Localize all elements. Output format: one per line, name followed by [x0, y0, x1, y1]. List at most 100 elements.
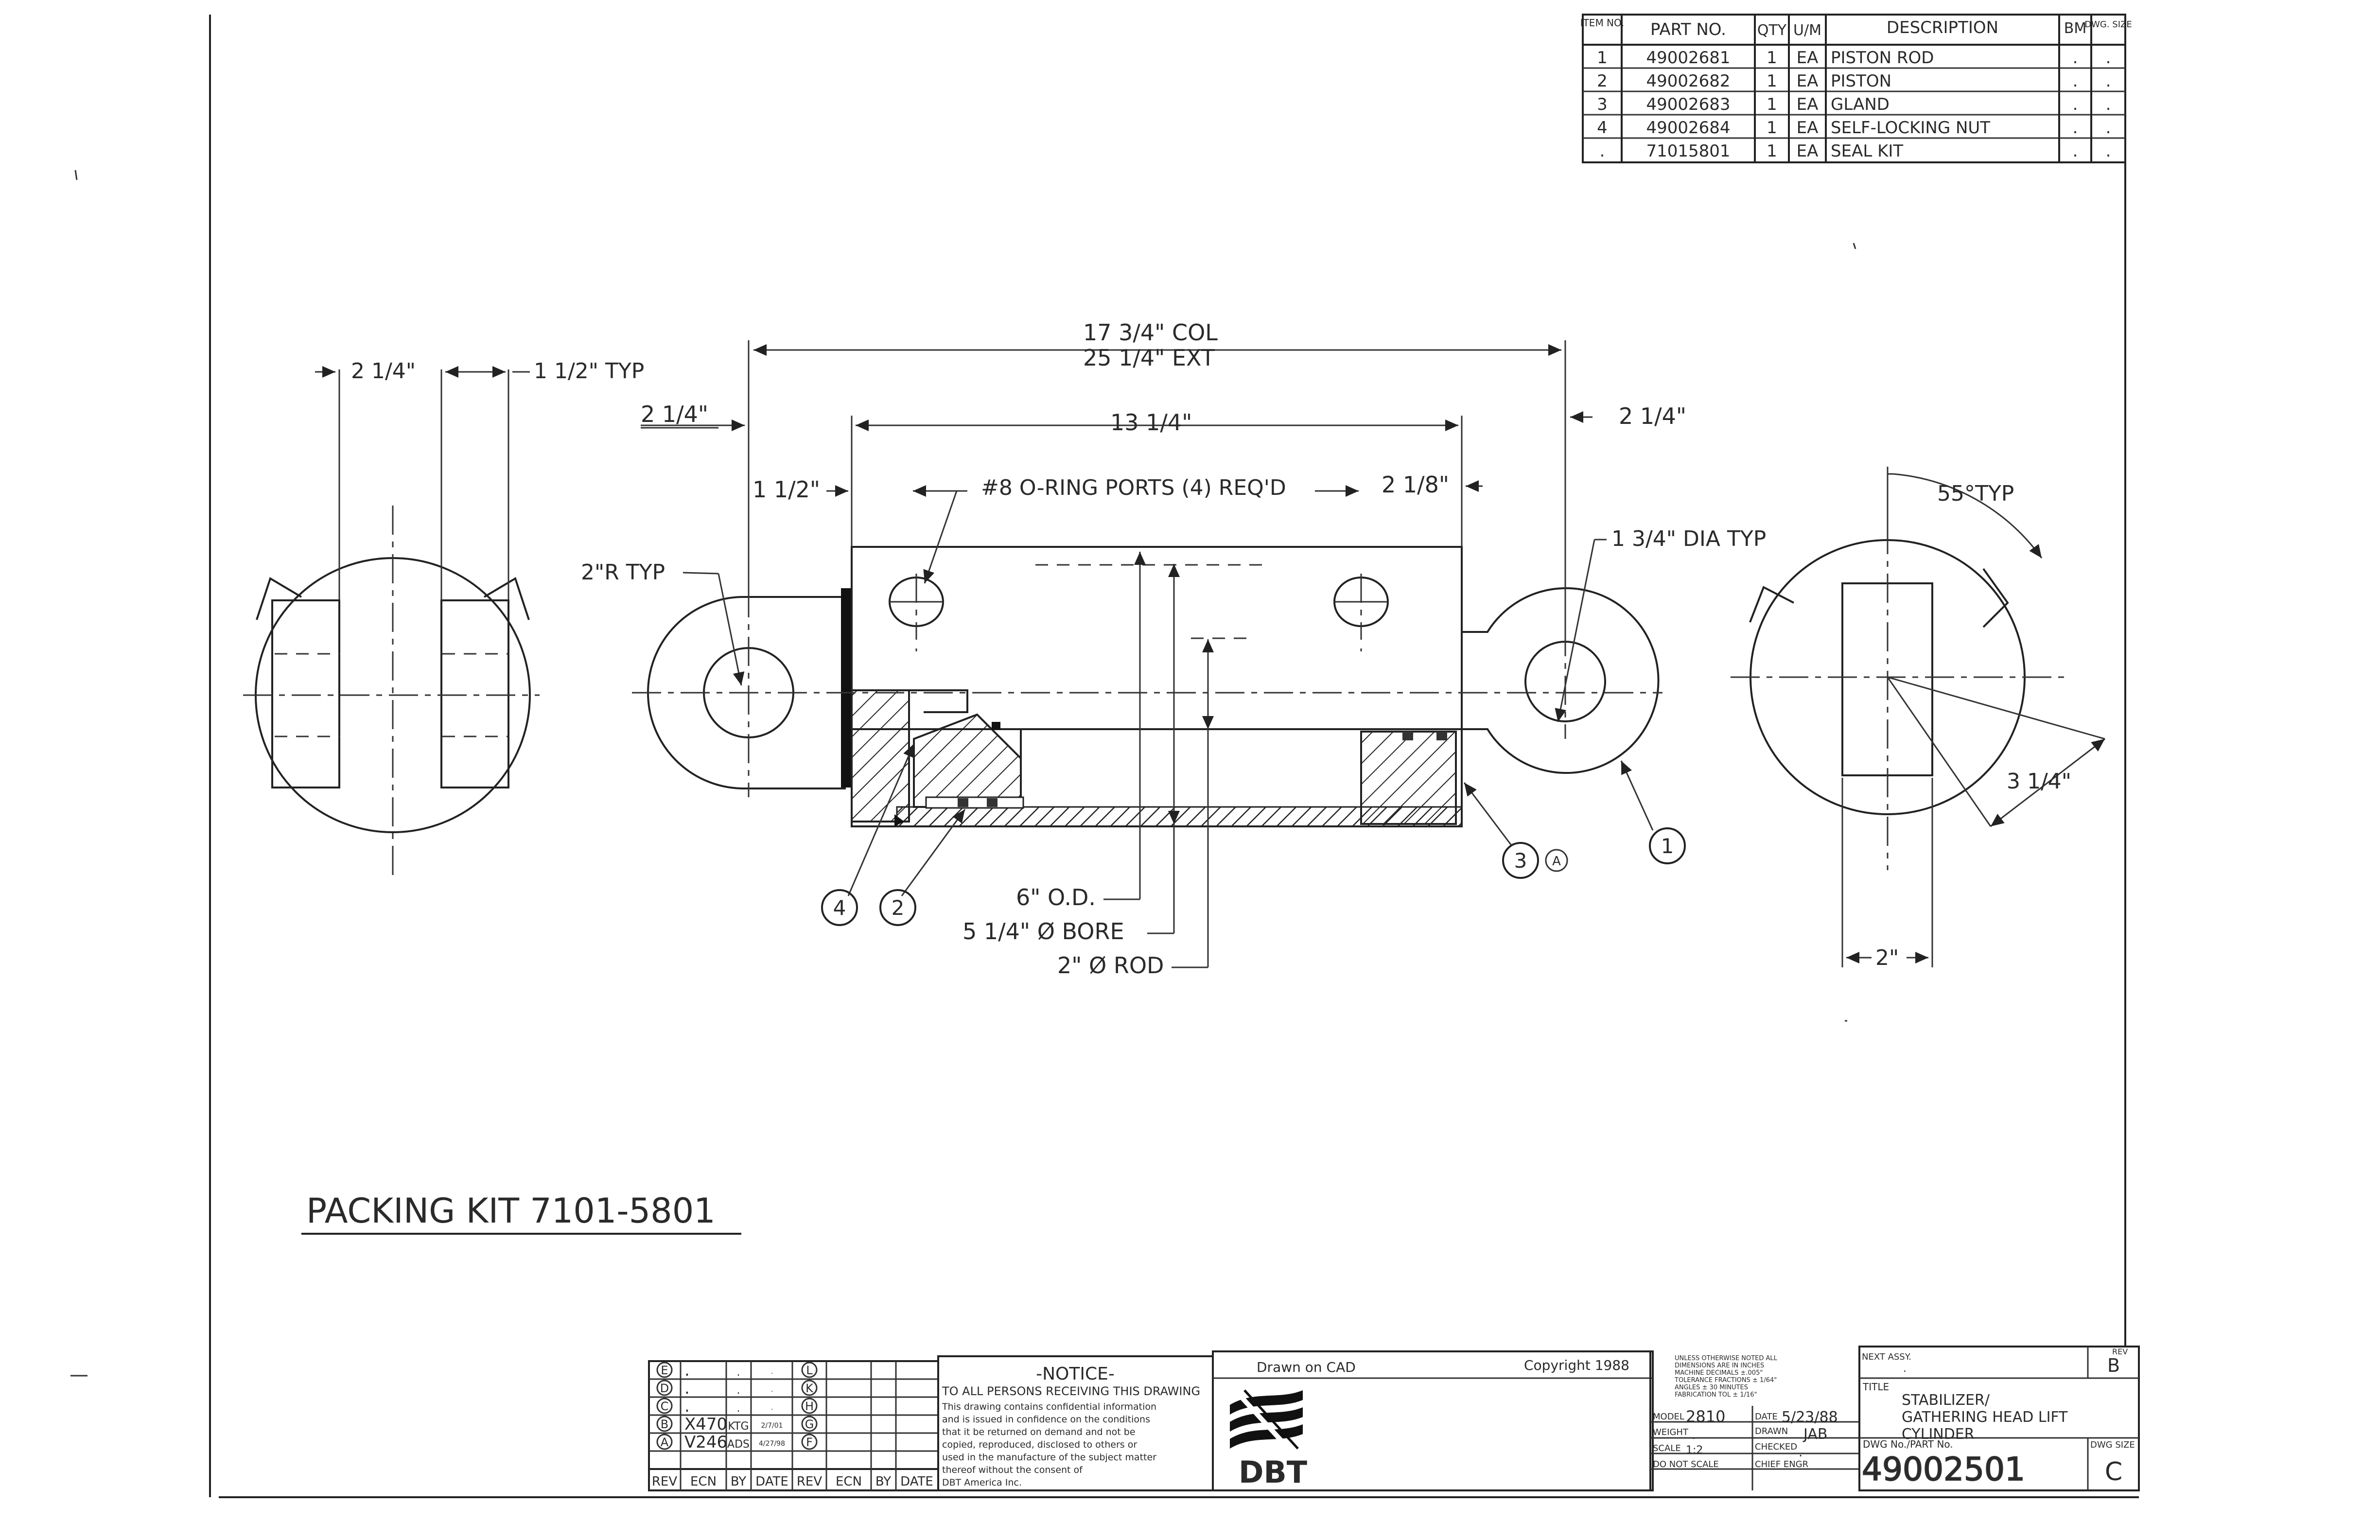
rev-circle	[656, 1362, 673, 1378]
parts-header-description: DESCRIPTION	[1887, 18, 1998, 37]
rev-header: DATE	[900, 1474, 933, 1489]
parts-cell: 49002681	[1646, 48, 1730, 68]
notice-line: and is issued in confidence on the condi…	[942, 1414, 1150, 1425]
rev-by: .	[737, 1384, 740, 1397]
rev-header: REV	[797, 1474, 822, 1489]
dim-body-len: 13 1/4"	[1110, 409, 1192, 436]
parts-table: ITEM NO. PART NO. QTY U/M DESCRIPTION BM…	[1580, 14, 2132, 163]
rev-letter: K	[805, 1382, 814, 1395]
rev-ecn: .	[684, 1397, 690, 1416]
main-dimensions	[641, 340, 1654, 968]
title-line: CYLINDER	[1902, 1426, 1975, 1443]
rev-header: REV	[652, 1474, 677, 1489]
dim-col: 17 3/4" COL	[1083, 319, 1218, 346]
dim-od: 6" O.D.	[1016, 884, 1096, 910]
rev-letter: B	[661, 1418, 668, 1431]
balloon-1: 1	[1661, 834, 1674, 858]
rev-circle	[656, 1380, 673, 1396]
title-line: GATHERING HEAD LIFT	[1902, 1409, 2068, 1426]
rev-ecn: .	[684, 1361, 690, 1380]
parts-cell: 4	[1597, 118, 1608, 138]
parts-cell: .	[2106, 71, 2111, 91]
part-description: PISTON ROD	[1831, 48, 1934, 68]
notice-line: used in the manufacture of the subject m…	[942, 1452, 1156, 1463]
part-description: PISTON	[1831, 71, 1891, 91]
rev-letter: A	[661, 1435, 669, 1449]
dim-right-width: 2"	[1875, 945, 1899, 970]
notice-line1: TO ALL PERSONS RECEIVING THIS DRAWING	[942, 1384, 1200, 1398]
dim-dia: 1 3/4" DIA TYP	[1611, 526, 1766, 551]
parts-cell: 71015801	[1646, 141, 1730, 161]
chief-engr-label: CHIEF ENGR	[1755, 1459, 1808, 1470]
next-assy-value: .	[1903, 1363, 1907, 1375]
parts-cell: .	[2073, 95, 2078, 114]
parts-cell: 49002684	[1646, 118, 1730, 138]
tolerance-line: TOLERANCE FRACTIONS ± 1/64"	[1674, 1377, 1777, 1384]
rev-by: .	[737, 1366, 740, 1379]
notice-line: copied, reproduced, disclosed to others …	[942, 1439, 1137, 1450]
parts-cell: EA	[1797, 48, 1819, 68]
scale-label: SCALE	[1653, 1443, 1681, 1453]
parts-cell: 1	[1767, 141, 1777, 161]
next-assy-label: NEXT ASSY.	[1862, 1352, 1911, 1362]
rev-letter: D	[660, 1382, 669, 1395]
parts-cell: .	[2106, 95, 2111, 114]
balloon-3: 3	[1514, 849, 1527, 873]
checked-label: CHECKED	[1755, 1442, 1797, 1452]
dim-clevis-left: 2 1/4"	[641, 401, 708, 427]
rev-letter: F	[806, 1435, 813, 1449]
dim-ext: 25 1/4" EXT	[1083, 345, 1215, 371]
rev-by: .	[737, 1402, 740, 1415]
scale-value: 1:2	[1686, 1444, 1703, 1456]
notice-title: -NOTICE-	[1036, 1364, 1115, 1384]
dim-left-width: 2 1/4"	[351, 359, 416, 384]
rev-circle	[656, 1398, 673, 1414]
rev-date: .	[771, 1404, 773, 1412]
parts-cell: 2	[1597, 71, 1608, 91]
rev-ecn: .	[684, 1379, 690, 1398]
tolerance-line: UNLESS OTHERWISE NOTED ALL	[1675, 1355, 1778, 1362]
dwg-no-value: 49002501	[1862, 1451, 2025, 1488]
rev-circle	[801, 1380, 818, 1396]
parts-cell: 1	[1767, 118, 1777, 138]
parts-header-qty: QTY	[1757, 22, 1787, 39]
rev-circle	[801, 1362, 818, 1378]
rev-header: ECN	[836, 1474, 862, 1489]
tolerance-line: MACHINE DECIMALS ±.005"	[1675, 1369, 1763, 1377]
rev-letter: C	[661, 1400, 669, 1413]
dim-angle: 55°TYP	[1937, 481, 2014, 506]
parts-cell: 1	[1767, 48, 1777, 68]
part-description: SELF-LOCKING NUT	[1831, 118, 1990, 138]
rev-date: 4/27/98	[759, 1440, 785, 1448]
rev-value: B	[2107, 1355, 2120, 1376]
parts-cell: .	[2073, 141, 2078, 161]
parts-cell: EA	[1797, 118, 1819, 138]
parts-cell: .	[2106, 141, 2111, 161]
part-description: SEAL KIT	[1831, 141, 1903, 161]
rev-date: .	[771, 1386, 773, 1394]
parts-header-dwgsize: DWG. SIZE	[2084, 19, 2132, 30]
dim-left-typ: 1 1/2" TYP	[534, 359, 644, 384]
rev-circle	[656, 1416, 673, 1432]
dim-port-offset-left: 1 1/2"	[752, 476, 820, 503]
dim-bore: 5 1/4" Ø BORE	[962, 918, 1124, 945]
date-value: 5/23/88	[1782, 1409, 1838, 1426]
notice-line: thereof without the consent of	[942, 1465, 1083, 1475]
rev-letter: G	[805, 1418, 814, 1431]
dwg-size-value: C	[2105, 1457, 2122, 1487]
notice-line: that it be returned on demand and not be	[942, 1427, 1136, 1437]
parts-cell: EA	[1797, 141, 1819, 161]
dbt-logo	[1230, 1389, 1303, 1455]
rev-by: ADS	[727, 1438, 750, 1451]
parts-cell: EA	[1797, 95, 1819, 114]
dim-right-len: 3 1/4"	[2007, 769, 2071, 794]
parts-cell: 49002682	[1646, 71, 1730, 91]
tolerance-line: ANGLES ± 30 MINUTES	[1675, 1384, 1748, 1391]
revision-block	[648, 1360, 939, 1491]
rev-header: DATE	[755, 1474, 788, 1489]
rev-header: ECN	[690, 1474, 717, 1489]
checked-value: .	[1799, 1445, 1802, 1460]
